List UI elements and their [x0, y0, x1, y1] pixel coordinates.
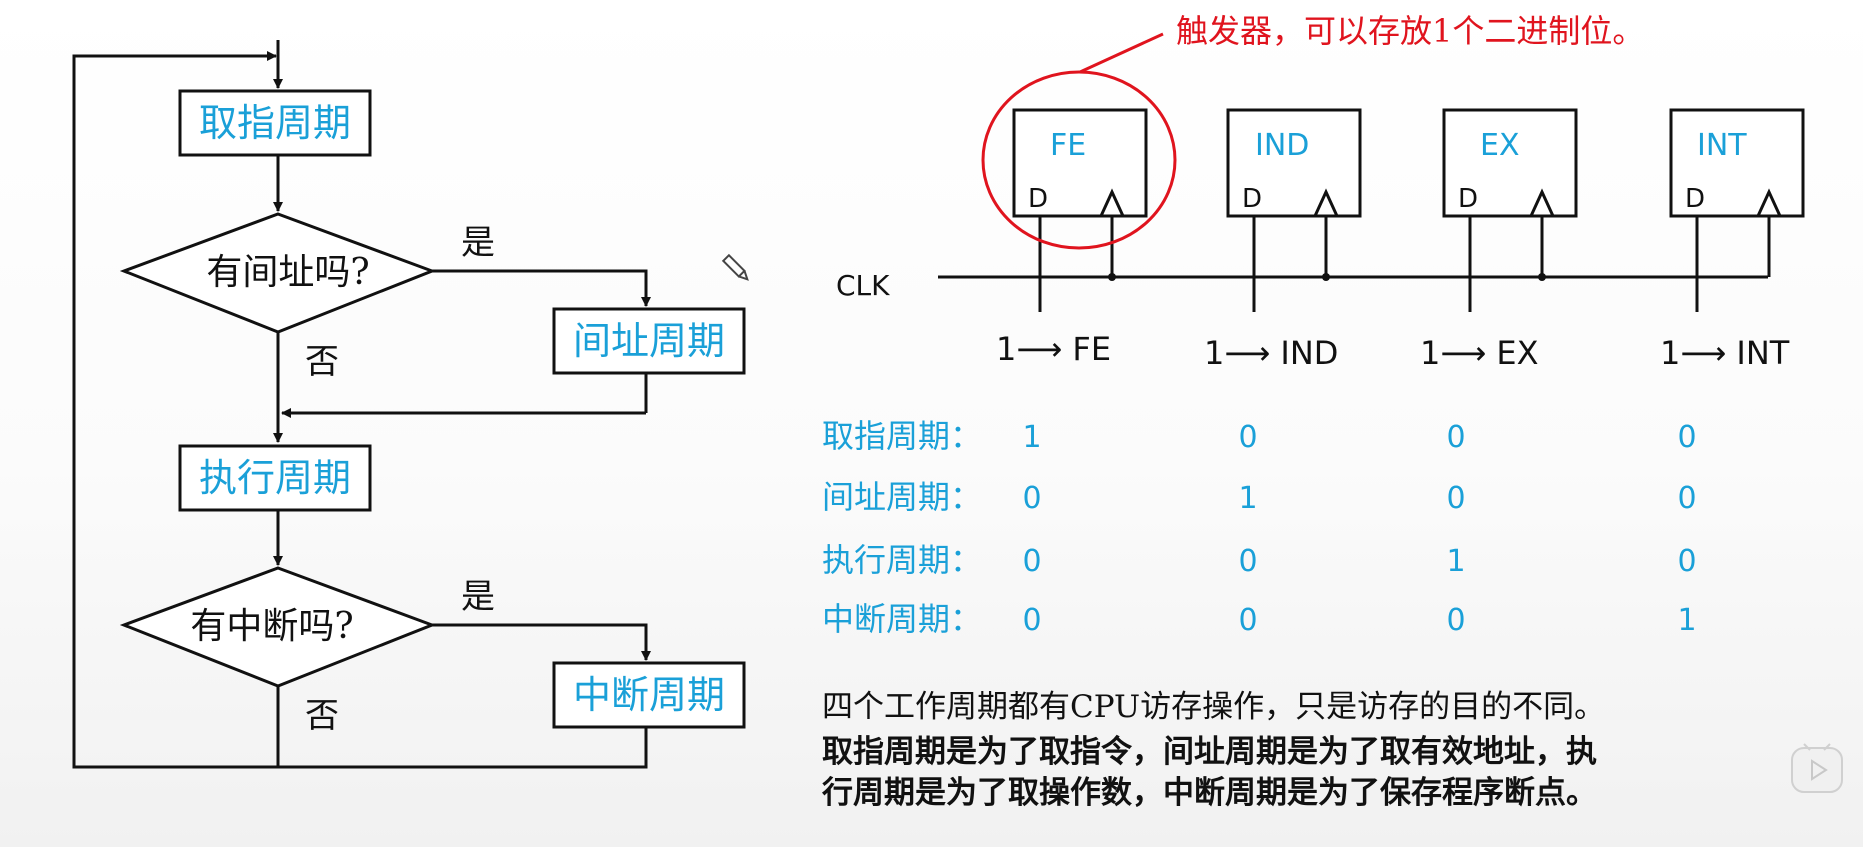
flip-flop-ind — [1226, 108, 1362, 312]
ff-set-ex: 1⟶ EX — [1420, 334, 1539, 372]
fetch-cycle-box — [178, 89, 372, 157]
fetch-cycle-label: 取指周期 — [199, 101, 351, 145]
state-cell: 0 — [1022, 481, 1041, 516]
ff-d-label: D — [1242, 184, 1262, 214]
execute-cycle-label: 执行周期 — [199, 456, 351, 500]
no-label-interrupt: 否 — [305, 696, 339, 736]
state-cell: 0 — [1677, 544, 1696, 579]
state-row-label: 间址周期： — [822, 478, 982, 516]
interrupt-decision — [119, 566, 437, 688]
ff-name-ind: IND — [1255, 128, 1309, 163]
state-cell: 0 — [1238, 420, 1257, 455]
indirect-decision — [119, 212, 437, 334]
note-line-1: 四个工作周期都有CPU访存操作，只是访存的目的不同。 — [822, 689, 1605, 725]
ff-d-label: D — [1028, 184, 1048, 214]
state-cell: 1 — [1238, 481, 1257, 516]
ff-name-int: INT — [1697, 128, 1747, 163]
flip-flop-fe — [1012, 108, 1148, 312]
interrupt-cycle-label: 中断周期 — [573, 673, 725, 717]
arrow-yes-interrupt — [432, 623, 651, 661]
pencil-icon — [721, 253, 749, 281]
clk-junction — [1538, 273, 1546, 281]
flip-flop-ex — [1442, 108, 1578, 312]
no-label-indirect: 否 — [305, 342, 339, 382]
clk-junction — [1322, 273, 1330, 281]
indirect-question: 有间址吗? — [206, 252, 369, 293]
state-cell: 0 — [1446, 420, 1465, 455]
flowchart-labels: 取指周期 有间址吗? 间址周期 执行周期 有中断吗? 中断周期 是 否 是 否 — [190, 101, 725, 736]
ff-d-label: D — [1685, 184, 1705, 214]
indirect-cycle-label: 间址周期 — [573, 319, 725, 363]
state-cell: 1 — [1022, 420, 1041, 455]
execute-cycle-box — [178, 444, 372, 512]
state-cell: 1 — [1677, 603, 1696, 638]
yes-label-indirect: 是 — [461, 223, 495, 263]
ff-set-ind: 1⟶ IND — [1204, 334, 1338, 372]
ff-set-fe: 1⟶ FE — [996, 330, 1111, 368]
state-row-label: 执行周期： — [822, 541, 982, 579]
clk-junction — [1108, 273, 1116, 281]
interrupt-question: 有中断吗? — [190, 606, 353, 647]
ff-name-ex: EX — [1480, 128, 1520, 163]
state-cell: 1 — [1446, 544, 1465, 579]
ff-d-label: D — [1458, 184, 1478, 214]
state-cell: 0 — [1238, 544, 1257, 579]
cycle-state-table: 取指周期： 间址周期： 执行周期： 中断周期： 1 0 0 0 0 1 0 0 … — [822, 417, 1697, 638]
state-cell: 0 — [1677, 481, 1696, 516]
loop-line — [72, 51, 282, 769]
flip-flop-int — [1669, 108, 1805, 312]
state-row-label: 取指周期： — [822, 417, 982, 455]
arrow-yes-indirect — [432, 269, 651, 307]
state-cell: 0 — [1677, 420, 1696, 455]
instruction-cycle-flowchart — [72, 40, 746, 769]
note-line-3: 行周期是为了取操作数，中断周期是为了保存程序断点。 — [821, 775, 1597, 811]
flip-flop-circuit: CLK — [836, 12, 1805, 372]
annotation-pointer — [1079, 32, 1164, 74]
ff-name-fe: FE — [1050, 128, 1086, 163]
clk-label: CLK — [836, 269, 890, 302]
interrupt-cycle-box — [552, 661, 746, 729]
state-cell: 0 — [1022, 603, 1041, 638]
note-line-2: 取指周期是为了取指令，间址周期是为了取有效地址，执 — [822, 734, 1597, 770]
state-cell: 0 — [1022, 544, 1041, 579]
flip-flop-annotation: 触发器，可以存放1个二进制位。 — [1176, 12, 1644, 50]
arrow-interrupt-out — [282, 727, 648, 769]
indirect-cycle-box — [552, 307, 746, 375]
video-play-icon[interactable] — [1791, 743, 1843, 793]
fe-highlight-circle — [981, 70, 1177, 250]
state-cell: 0 — [1238, 603, 1257, 638]
ff-set-int: 1⟶ INT — [1660, 334, 1790, 372]
state-cell: 0 — [1446, 481, 1465, 516]
state-row-label: 中断周期： — [822, 600, 982, 638]
state-cell: 0 — [1446, 603, 1465, 638]
yes-label-interrupt: 是 — [461, 577, 495, 617]
explanation-notes: 四个工作周期都有CPU访存操作，只是访存的目的不同。 取指周期是为了取指令，间址… — [821, 689, 1605, 811]
